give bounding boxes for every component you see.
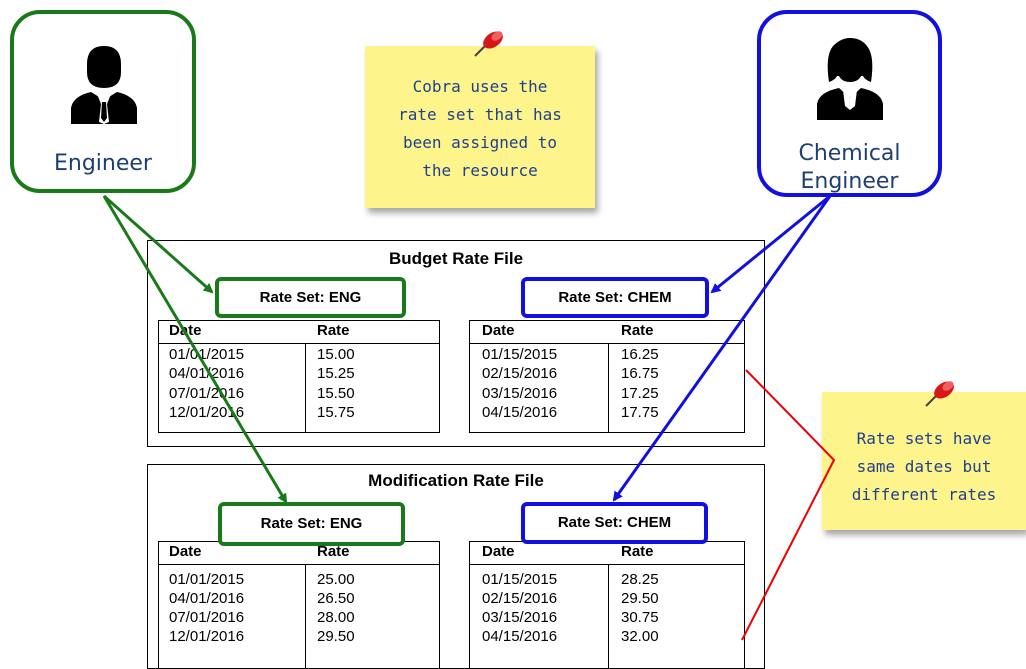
rate-header: Rate	[621, 322, 654, 339]
rate-header: Rate	[317, 543, 350, 560]
note-right-line-3: different rates	[851, 485, 997, 504]
note-line-3: been assigned to	[402, 133, 558, 152]
chemical-engineer-label-2: Engineer	[800, 169, 899, 194]
date-header: Date	[482, 543, 515, 560]
engineer-label: Engineer	[54, 151, 152, 176]
date-header: Date	[482, 322, 515, 339]
note-line-1: Cobra uses the	[412, 77, 548, 96]
budget-rate-file-title: Budget Rate File	[388, 249, 524, 268]
note-line-4: the resource	[422, 161, 538, 180]
rate-header: Rate	[621, 543, 654, 560]
note-right-line-1: Rate sets have	[856, 429, 992, 448]
note-line-2: rate set that has	[398, 105, 562, 124]
pushpin-icon	[474, 31, 503, 57]
eng-to-budget-arrow	[103, 194, 214, 294]
date-header: Date	[169, 543, 202, 560]
pushpin-icon-right	[925, 381, 954, 407]
chem-to-budget-arrow	[710, 194, 831, 294]
engineer-card: Engineer	[10, 10, 196, 193]
eng-to-modification-arrow	[102, 195, 288, 504]
note-right-line-2: same dates but	[856, 457, 992, 476]
rate-header: Rate	[317, 322, 350, 339]
chem-to-modification-arrow	[612, 195, 832, 502]
budget-rate-file: Budget Rate File Date Rate 01/01/201515.…	[147, 240, 765, 447]
budget-chem-rate-set: Rate Set: CHEM	[521, 277, 709, 318]
female-user-icon	[817, 38, 883, 120]
modification-eng-rate-set: Rate Set: ENG	[218, 502, 405, 546]
sticky-note-same-dates: Rate sets have same dates but different …	[822, 392, 1026, 530]
budget-eng-rate-set: Rate Set: ENG	[215, 277, 406, 318]
modification-chem-rate-set: Rate Set: CHEM	[521, 502, 708, 544]
chemical-engineer-label-1: Chemical	[798, 141, 901, 166]
chemical-engineer-card: Chemical Engineer	[757, 10, 942, 197]
sticky-note-rate-set: Cobra uses the rate set that has been as…	[365, 46, 595, 208]
modification-rate-file: Modification Rate File Date Rate 01/01/2…	[147, 464, 765, 669]
male-user-icon	[71, 46, 137, 124]
modification-rate-file-title: Modification Rate File	[368, 471, 544, 490]
bracket-line	[741, 369, 836, 641]
